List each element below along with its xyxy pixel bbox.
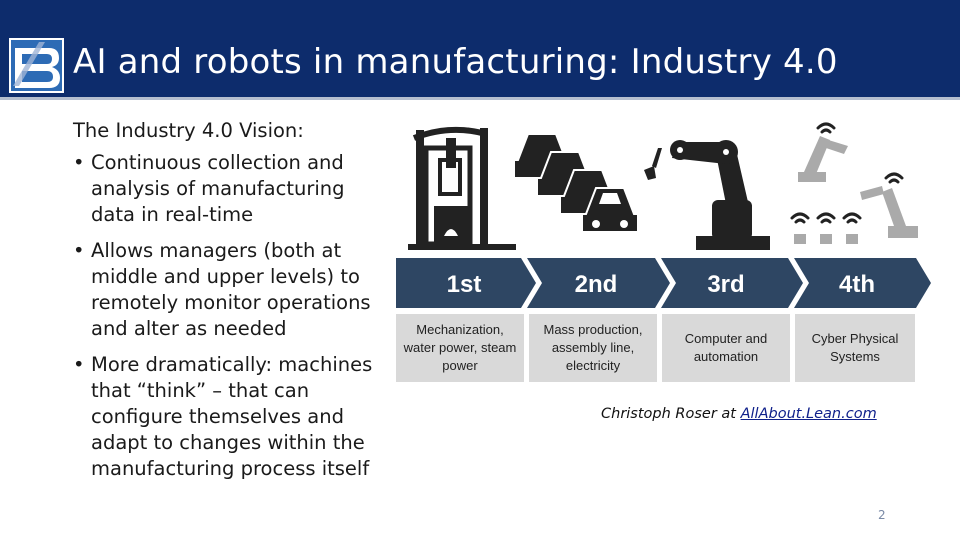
stage-arrow [661,258,803,308]
stage-description-boxes [396,314,915,382]
bullet-item: • More dramatically: machines that “think… [73,352,383,482]
stage-arrow [527,258,670,308]
cars-assembly-icon [513,133,639,233]
stage-arrow [396,258,536,308]
stage-box [662,314,790,382]
slide-header: AI and robots in manufacturing: Industry… [0,0,960,100]
bullet-dot-icon: • [73,353,85,376]
revolution-arrows [396,258,931,308]
stage-description: Systems [830,349,880,364]
stage-label: 3rd [707,271,744,298]
stage-description: Computer and [685,331,767,346]
stage-box [529,314,657,382]
bullet-dot-icon: • [73,151,85,174]
bullet-item: • Continuous collection and analysis of m… [73,150,383,228]
bullet-item: • Allows managers (both at middle and upp… [73,238,383,342]
intro-text: The Industry 4.0 Vision: [73,119,304,142]
connected-robots-icon [790,122,918,244]
stage-label: 1st [447,271,482,298]
steam-engine-icon [408,126,516,250]
page-number: 2 [878,508,886,522]
bullet-text: Allows managers (both at middle and uppe… [91,239,371,340]
stage-label: 2nd [575,271,618,298]
company-logo [9,38,64,93]
stage-description: Cyber Physical [812,331,899,346]
bullet-dot-icon: • [73,239,85,262]
stage-description: Mass production, [544,322,643,337]
bullet-text: Continuous collection and analysis of ma… [91,151,345,226]
stage-label: 4th [839,271,875,298]
stage-description: water power, steam [403,340,517,355]
caption-prefix: Christoph Roser at [601,406,741,422]
bullet-text: More dramatically: machines that “think”… [91,353,373,480]
stage-description: power [442,358,478,373]
robot-arm-icon [644,140,770,250]
stage-description: electricity [566,358,621,373]
figure-caption: Christoph Roser at AllAbout.Lean.com [601,406,877,422]
slide-title: AI and robots in manufacturing: Industry… [73,42,838,82]
source-link[interactable]: AllAbout.Lean.com [740,406,877,422]
stage-description: Mechanization, [416,322,503,337]
content-area: The Industry 4.0 Vision: • Continuous col… [73,118,383,492]
stage-box [795,314,915,382]
stage-arrow [794,258,931,308]
industry-revolutions-figure: 1st 2nd 3rd 4th Mechanization, water pow… [396,122,931,382]
bullet-list: • Continuous collection and analysis of m… [73,150,383,482]
stage-description: assembly line, [552,340,634,355]
stage-description: automation [694,349,758,364]
stage-box [396,314,524,382]
